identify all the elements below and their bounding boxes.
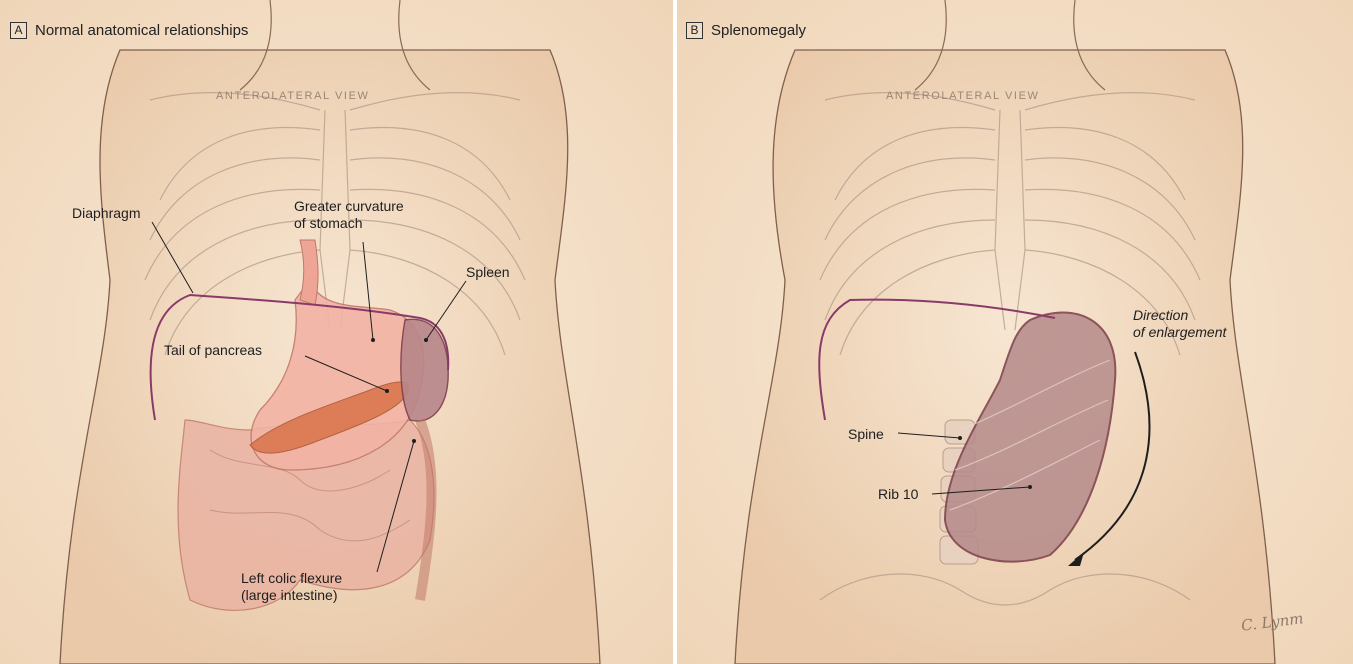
label-spine: Spine [848, 426, 884, 443]
label-rib-10: Rib 10 [878, 486, 918, 503]
label-spleen: Spleen [466, 264, 510, 281]
panel-a-title: Normal anatomical relationships [35, 22, 248, 39]
panel-b-title: Splenomegaly [711, 22, 806, 39]
label-greater-curvature: Greater curvature of stomach [294, 198, 404, 232]
label-greater-curvature-line2: of stomach [294, 215, 404, 232]
label-greater-curvature-line1: Greater curvature [294, 198, 404, 215]
panel-b-header: B Splenomegaly [686, 22, 806, 39]
panel-b-view-label: ANTEROLATERAL VIEW [886, 90, 1040, 102]
panel-a-header: A Normal anatomical relationships [10, 22, 248, 39]
label-direction-of-enlargement: Direction of enlargement [1133, 307, 1226, 341]
label-left-colic-flexure: Left colic flexure (large intestine) [241, 570, 342, 604]
label-diaphragm: Diaphragm [72, 205, 140, 222]
panel-b-letter: B [686, 22, 703, 39]
panel-a-view-label: ANTEROLATERAL VIEW [216, 90, 370, 102]
label-left-colic-line1: Left colic flexure [241, 570, 342, 587]
label-tail-of-pancreas: Tail of pancreas [164, 342, 262, 359]
panel-a-letter: A [10, 22, 27, 39]
label-direction-line1: Direction [1133, 307, 1226, 324]
label-left-colic-line2: (large intestine) [241, 587, 342, 604]
label-direction-line2: of enlargement [1133, 324, 1226, 341]
panel-divider [673, 0, 677, 664]
